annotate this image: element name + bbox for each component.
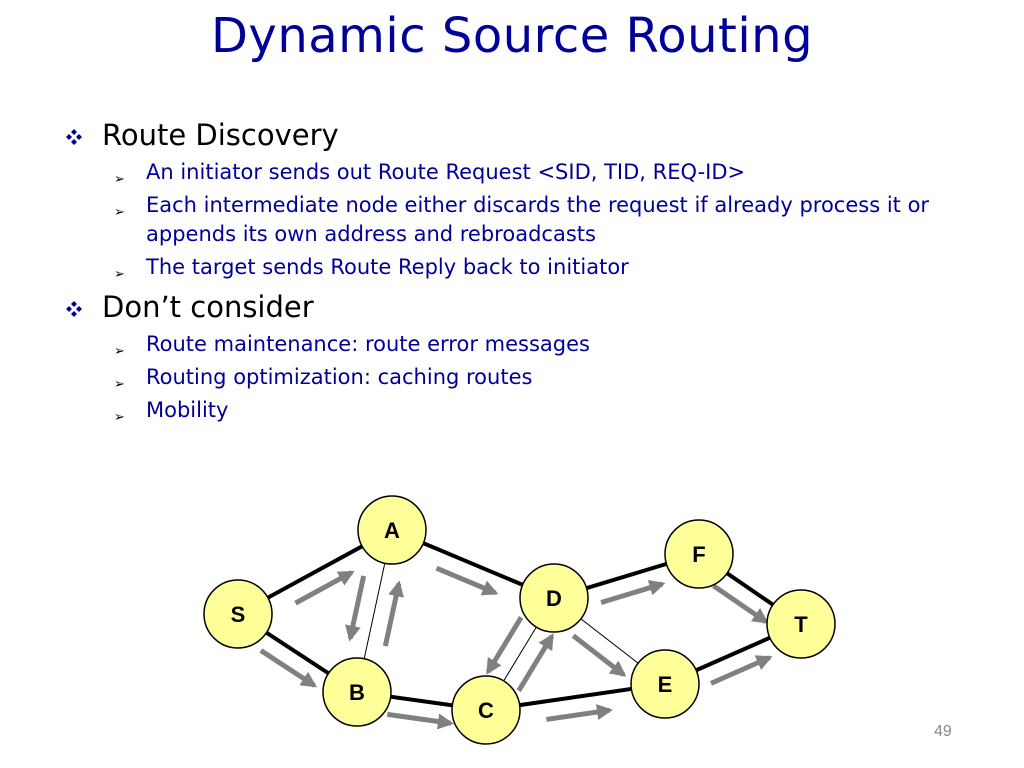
sub-bullet-text: Routing optimization: caching routes — [146, 365, 533, 389]
broadcast-arrow-A-B — [345, 575, 367, 642]
sub-bullet: ➢ Mobility — [64, 396, 1004, 425]
node-C: C — [451, 675, 521, 745]
sub-bullet: ➢ The target sends Route Reply back to i… — [64, 253, 1004, 282]
arrowhead-icon: ➢ — [114, 205, 125, 220]
node-label: A — [384, 518, 400, 543]
node-label: T — [794, 612, 808, 637]
diamond-cluster-icon — [66, 301, 82, 317]
sub-bullet-text: Mobility — [146, 398, 229, 422]
broadcast-arrow-S-B — [259, 648, 318, 688]
network-diagram: S A B C D E F T — [203, 495, 836, 745]
broadcast-arrow-D-F — [600, 579, 666, 605]
node-label: S — [231, 602, 246, 627]
node-circle — [322, 657, 392, 727]
broadcast-arrow-E-T — [709, 655, 773, 686]
node-circle — [664, 519, 734, 589]
node-label: D — [546, 586, 562, 611]
node-label: F — [692, 542, 705, 567]
node-circle — [519, 563, 589, 633]
sub-bullet: ➢ Route maintenance: route error message… — [64, 330, 1004, 359]
slide-title: Dynamic Source Routing — [210, 8, 814, 64]
section-heading: Route Discovery — [64, 116, 1004, 154]
node-F: F — [664, 519, 734, 589]
broadcast-arrow-C-E — [546, 704, 613, 722]
sub-bullet: ➢ An initiator sends out Route Request <… — [64, 158, 1004, 187]
arrowhead-icon: ➢ — [114, 267, 125, 282]
node-E: E — [630, 649, 700, 719]
node-label: E — [658, 672, 673, 697]
node-circle — [630, 649, 700, 719]
arrowhead-icon: ➢ — [114, 344, 125, 359]
sub-bullet-text: An initiator sends out Route Request <SI… — [146, 160, 746, 184]
node-label: C — [478, 698, 494, 723]
node-circle — [203, 579, 273, 649]
broadcast-arrow-D-C — [485, 616, 524, 675]
heading-text: Don’t consider — [102, 290, 314, 324]
sub-bullet: ➢ Each intermediate node either discards… — [64, 191, 1004, 249]
node-T: T — [766, 589, 836, 659]
diamond-cluster-icon — [66, 129, 82, 145]
node-circle — [766, 589, 836, 659]
node-S: S — [203, 579, 273, 649]
node-B: B — [322, 657, 392, 727]
heading-text: Route Discovery — [102, 118, 339, 152]
section-route-discovery: Route Discovery ➢ An initiator sends out… — [64, 116, 1004, 282]
sub-bullet-text: Route maintenance: route error messages — [146, 332, 590, 356]
section-dont-consider: Don’t consider ➢ Route maintenance: rout… — [64, 288, 1004, 425]
page-number: 49 — [934, 723, 952, 740]
broadcast-arrow-B-A — [382, 580, 404, 647]
arrowhead-icon: ➢ — [114, 172, 125, 187]
sub-bullet-text: Each intermediate node either discards t… — [146, 193, 930, 246]
sub-bullet: ➢ Routing optimization: caching routes — [64, 363, 1004, 392]
node-circle — [357, 495, 427, 565]
node-A: A — [357, 495, 427, 565]
broadcast-arrow-F-T — [712, 583, 769, 624]
node-circle — [451, 675, 521, 745]
arrowhead-icon: ➢ — [114, 377, 125, 392]
arrowhead-icon: ➢ — [114, 410, 125, 425]
node-label: B — [349, 680, 365, 705]
broadcast-arrow-C-D — [516, 633, 555, 692]
broadcast-arrow-B-C — [386, 711, 454, 730]
section-heading: Don’t consider — [64, 288, 1004, 326]
bullet-list: Route Discovery ➢ An initiator sends out… — [64, 116, 1004, 431]
broadcast-arrow-A-D — [435, 565, 499, 596]
broadcast-arrow-S-A — [294, 570, 355, 606]
broadcast-arrow-D-E — [571, 633, 627, 677]
node-D: D — [519, 563, 589, 633]
sub-bullet-text: The target sends Route Reply back to ini… — [146, 255, 629, 279]
